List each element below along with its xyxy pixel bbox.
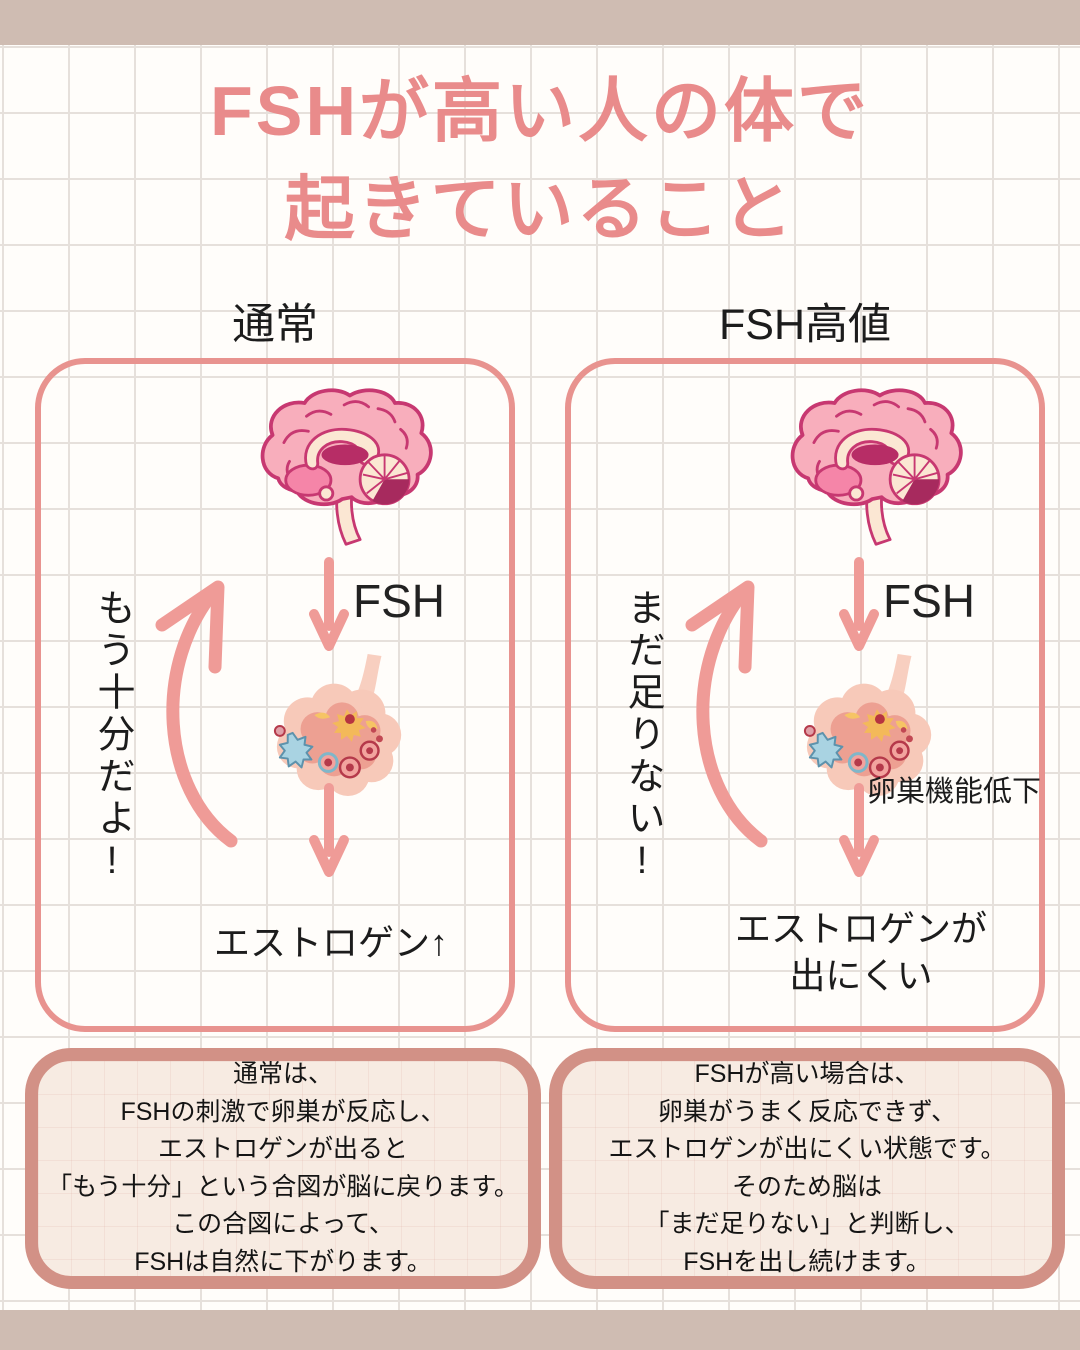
panel-high-fsh: FSH 卵巣機能低下 エストロゲンが 出にくい まだ足りない! [565,358,1045,1032]
caption-box-high: FSHが高い場合は、 卵巣がうまく反応できず、 エストロゲンが出にくい状態です。… [549,1048,1065,1289]
ovary-icon [273,652,403,798]
page-title: FSHが高い人の体で 起きていること [210,72,870,248]
feedback-label: まだ足りない! [621,588,663,886]
caption-box-normal: 通常は、 FSHの刺激で卵巣が反応し、 エストロゲンが出ると 「もう十分」という… [25,1048,541,1289]
column-header-normal: 通常 [232,301,318,349]
estrogen-result-label: エストロゲンが 出にくい [734,908,987,996]
curved-up-arrow-icon [656,569,791,859]
feedback-label: もう十分だよ! [91,588,133,886]
brain-icon [260,388,433,547]
caption-text-high: FSHが高い場合は、 卵巣がうまく反応できず、 エストロゲンが出にくい状態です。… [608,1060,1006,1276]
bottom-border-bar [0,1310,1080,1350]
curved-up-arrow-icon [126,569,261,859]
down-arrow-icon [307,556,351,656]
caption-text-normal: 通常は、 FSHの刺激で卵巣が反応し、 エストロゲンが出ると 「もう十分」という… [47,1060,519,1276]
ovary-function-note: 卵巣機能低下 [867,776,1042,808]
panel-normal: FSH エストロゲン↑ もう十分だよ! [35,358,515,1032]
brain-icon [790,388,963,547]
estrogen-result-label: エストロゲン↑ [213,922,448,963]
fsh-label: FSH [353,575,445,627]
down-arrow-icon [837,782,881,882]
down-arrow-icon [307,782,351,882]
top-border-bar [0,0,1080,45]
fsh-label: FSH [883,575,975,627]
down-arrow-icon [837,556,881,656]
column-header-high: FSH高値 [719,301,891,349]
